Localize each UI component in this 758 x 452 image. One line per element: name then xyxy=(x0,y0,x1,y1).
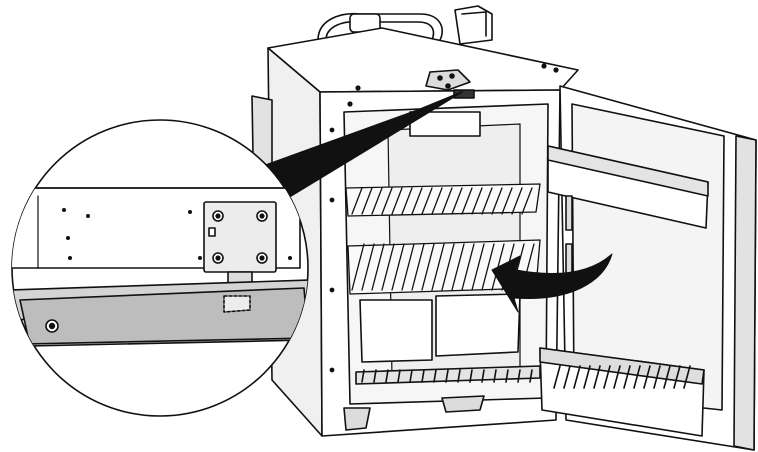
shelf-wire xyxy=(451,187,463,215)
shelf-wire xyxy=(421,243,435,291)
shelf-wire xyxy=(471,243,485,291)
shelf-wire xyxy=(431,187,443,215)
shelf-wire xyxy=(401,243,415,291)
shelf-wire xyxy=(511,187,523,215)
bin-rib xyxy=(633,365,641,389)
hinge-plate-detail xyxy=(203,201,277,293)
shelf-wire xyxy=(361,369,365,383)
bin-rib xyxy=(653,365,661,389)
bin-rib xyxy=(573,365,581,389)
shelf-wire xyxy=(491,187,503,215)
shelf-wire xyxy=(385,369,389,383)
screw-icon xyxy=(212,210,268,264)
shelf-wire xyxy=(517,369,521,383)
magnified-detail xyxy=(11,119,309,417)
shelf-wire xyxy=(433,369,437,383)
shelf-wire xyxy=(381,187,393,215)
shelf-wire xyxy=(421,187,433,215)
bin-rib xyxy=(613,365,621,389)
shelf-wire xyxy=(505,369,509,383)
shelf-wire xyxy=(481,369,485,383)
shelf-wire xyxy=(361,243,375,291)
door-top-rail xyxy=(12,279,308,347)
shelf-wire xyxy=(461,243,475,291)
bin-rib xyxy=(563,365,571,389)
shelf-wire xyxy=(409,369,413,383)
shelf-wire xyxy=(481,187,493,215)
shelf-wire xyxy=(493,369,497,383)
shelf-wire xyxy=(351,243,365,291)
wire-shelf-upper xyxy=(345,183,541,217)
shelf-wire xyxy=(401,187,413,215)
bin-rib xyxy=(623,365,631,389)
shelf-wire xyxy=(481,243,495,291)
bin-rib xyxy=(663,365,671,389)
shelf-wire xyxy=(411,243,425,291)
shelf-wire xyxy=(451,243,465,291)
door-edge xyxy=(733,135,757,451)
bin-rib xyxy=(643,365,651,389)
shelf-wire xyxy=(421,369,425,383)
shelf-wire xyxy=(371,187,383,215)
shelf-wire xyxy=(501,187,513,215)
shelf-wire xyxy=(445,369,449,383)
shelf-wire xyxy=(411,187,423,215)
curved-arrow-icon xyxy=(491,253,613,313)
shelf-wire xyxy=(361,187,373,215)
bin-rib xyxy=(673,365,681,389)
shelf-wire xyxy=(371,243,385,291)
bin-rib xyxy=(593,365,601,389)
shelf-wire xyxy=(441,243,455,291)
bin-rib xyxy=(603,365,611,389)
shelf-wire xyxy=(391,243,405,291)
shelf-wire xyxy=(469,369,473,383)
bin-rib xyxy=(553,365,561,389)
shelf-wire xyxy=(381,243,395,291)
bin-rib xyxy=(583,365,591,389)
cabinet-top xyxy=(267,27,579,93)
mounting-holes xyxy=(62,208,292,260)
shelf-wire xyxy=(529,369,533,383)
shelf-wire xyxy=(471,187,483,215)
crisper-drawers xyxy=(355,293,541,385)
shelf-wire xyxy=(351,187,363,215)
shelf-wire xyxy=(521,187,533,215)
shelf-wire xyxy=(441,187,453,215)
fridge-door xyxy=(539,85,757,451)
shelf-wire xyxy=(391,187,403,215)
foot-left xyxy=(343,407,371,431)
shelf-wire xyxy=(461,187,473,215)
shelf-wire xyxy=(373,369,377,383)
shelf-wire xyxy=(457,369,461,383)
shelf-wire xyxy=(397,369,401,383)
foot-center xyxy=(441,395,485,413)
shelf-wire xyxy=(431,243,445,291)
bin-rib xyxy=(683,365,691,389)
hinge-plate-icon xyxy=(425,69,475,99)
